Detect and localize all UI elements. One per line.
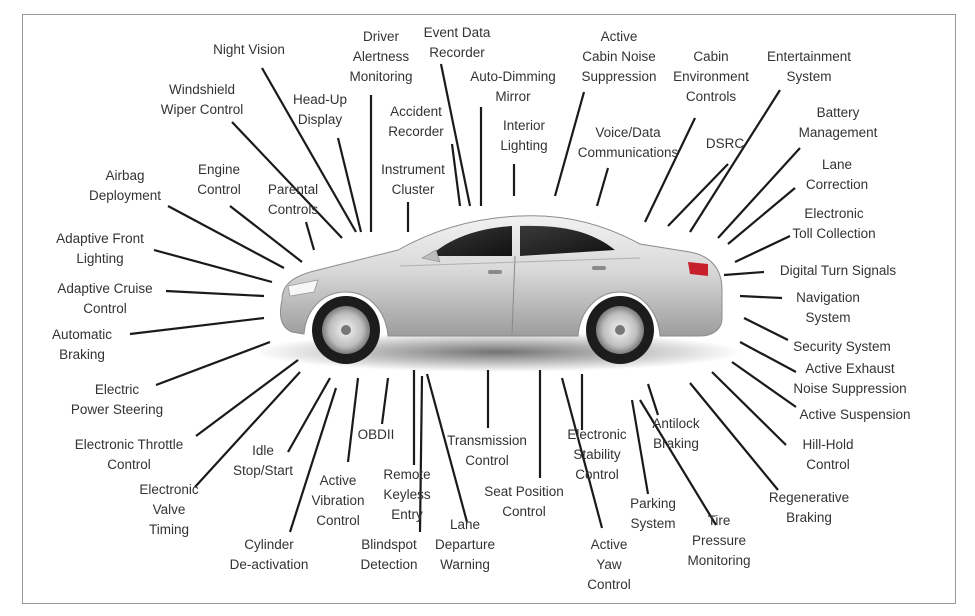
leader-line-electric-power-steering [155, 340, 271, 387]
label-night-vision: Night Vision [213, 42, 285, 57]
leader-line-regenerative-braking [689, 382, 779, 491]
label-engine-control: Engine Control [197, 162, 241, 197]
leader-line-adaptive-cruise [165, 289, 265, 298]
leader-line-electronic-toll [734, 235, 791, 263]
label-idle-stop-start: Idle Stop/Start [232, 443, 294, 478]
label-antilock-braking: Antilock Braking [652, 416, 700, 451]
label-driver-alertness: Driver Alertness Monitoring [349, 29, 413, 84]
label-interior-lighting: Interior Lighting [500, 118, 548, 153]
label-auto-dimming: Auto-Dimming Mirror [470, 69, 556, 104]
label-cabin-environment: Cabin Environment Controls [673, 49, 749, 104]
leader-line-active-cabin-noise [553, 91, 586, 197]
label-obdii: OBDII [357, 427, 395, 442]
label-active-vibration: Active Vibration Control [311, 473, 365, 528]
leader-line-active-vibration [346, 377, 360, 463]
label-tire-pressure: Tire Pressure Monitoring [687, 513, 751, 568]
leader-line-parental-controls [304, 221, 316, 251]
label-lane-correction: Lane Correction [805, 157, 869, 192]
leader-line-automatic-braking [129, 316, 265, 336]
label-parental-controls: Parental Controls [267, 182, 319, 217]
leader-line-parking-system [630, 399, 650, 495]
leader-line-head-up-display [336, 137, 363, 233]
leader-line-entertainment [689, 89, 781, 233]
leader-line-hill-hold [711, 371, 787, 446]
leader-line-electronic-throttle [195, 359, 299, 437]
leader-line-electronic-valve [194, 371, 301, 488]
leader-line-antilock-braking [646, 383, 660, 416]
leader-line-airbag [167, 205, 285, 269]
leader-line-night-vision [261, 67, 357, 233]
label-active-cabin-noise: Active Cabin Noise Suppression [581, 29, 657, 84]
label-event-data-recorder: Event Data Recorder [423, 25, 491, 60]
label-active-exhaust: Active Exhaust Noise Suppression [793, 361, 907, 396]
label-regenerative-braking: Regenerative Braking [768, 490, 850, 525]
leader-line-active-exhaust [739, 341, 797, 373]
leader-line-active-yaw [560, 377, 604, 529]
label-entertainment: Entertainment System [766, 49, 852, 84]
leader-line-lane-correction [727, 187, 796, 245]
leader-line-cylinder-deactivation [288, 387, 338, 533]
label-head-up-display: Head-Up Display [292, 92, 348, 127]
label-voice-data: Voice/Data Communications [577, 125, 679, 160]
leader-line-navigation [739, 294, 783, 300]
label-accident-recorder: Accident Recorder [388, 104, 444, 139]
label-airbag: Airbag Deployment [88, 168, 162, 203]
label-digital-turn-signals: Digital Turn Signals [779, 263, 897, 278]
label-electronic-throttle: Electronic Throttle Control [74, 437, 184, 472]
leader-line-lane-departure [425, 373, 469, 523]
label-adaptive-cruise: Adaptive Cruise Control [57, 281, 153, 316]
label-hill-hold: Hill-Hold Control [802, 437, 854, 472]
label-electric-power-steering: Electric Power Steering [70, 382, 164, 417]
leader-line-voice-data [595, 167, 610, 207]
leader-line-cabin-environment [644, 117, 696, 223]
leader-line-event-data-recorder [439, 63, 472, 207]
label-dsrc: DSRC [705, 136, 745, 151]
leader-line-obdii [380, 377, 390, 425]
label-instrument-cluster: Instrument Cluster [381, 162, 445, 197]
label-transmission-control: Transmission Control [447, 433, 527, 468]
leader-line-digital-turn-signals [723, 270, 765, 277]
label-active-yaw: Active Yaw Control [587, 537, 631, 592]
label-parking-system: Parking System [630, 496, 676, 531]
leader-line-engine-control [229, 205, 303, 263]
label-adaptive-front-lighting: Adaptive Front Lighting [56, 231, 144, 266]
leader-line-security-system [743, 317, 789, 341]
label-active-suspension: Active Suspension [799, 407, 911, 422]
label-battery-mgmt: Battery Management [798, 105, 878, 140]
leader-line-battery-mgmt [717, 147, 801, 239]
leader-line-dsrc [667, 163, 729, 227]
label-navigation: Navigation System [796, 290, 860, 325]
label-seat-position: Seat Position Control [484, 484, 564, 519]
label-security-system: Security System [793, 339, 891, 354]
leader-line-windshield-wiper [231, 121, 343, 239]
label-automatic-braking: Automatic Braking [51, 327, 113, 362]
leader-line-idle-stop-start [287, 377, 331, 453]
leader-line-adaptive-front-lighting [153, 248, 273, 284]
leader-line-blindspot-detection [418, 375, 424, 533]
leader-line-active-suspension [731, 361, 797, 408]
label-electronic-toll: Electronic Toll Collection [792, 206, 876, 241]
label-electronic-valve: Electronic Valve Timing [139, 482, 199, 537]
leader-line-tire-pressure [639, 399, 717, 526]
label-remote-keyless: Remote Keyless Entry [383, 467, 431, 522]
label-windshield-wiper: Windshield Wiper Control [160, 82, 244, 117]
label-lane-departure: Lane Departure Warning [434, 517, 496, 572]
leader-line-accident-recorder [450, 143, 462, 207]
label-electronic-stability: Electronic Stability Control [567, 427, 627, 482]
label-cylinder-deactivation: Cylinder De-activation [229, 537, 309, 572]
label-blindspot-detection: Blindspot Detection [360, 537, 418, 572]
